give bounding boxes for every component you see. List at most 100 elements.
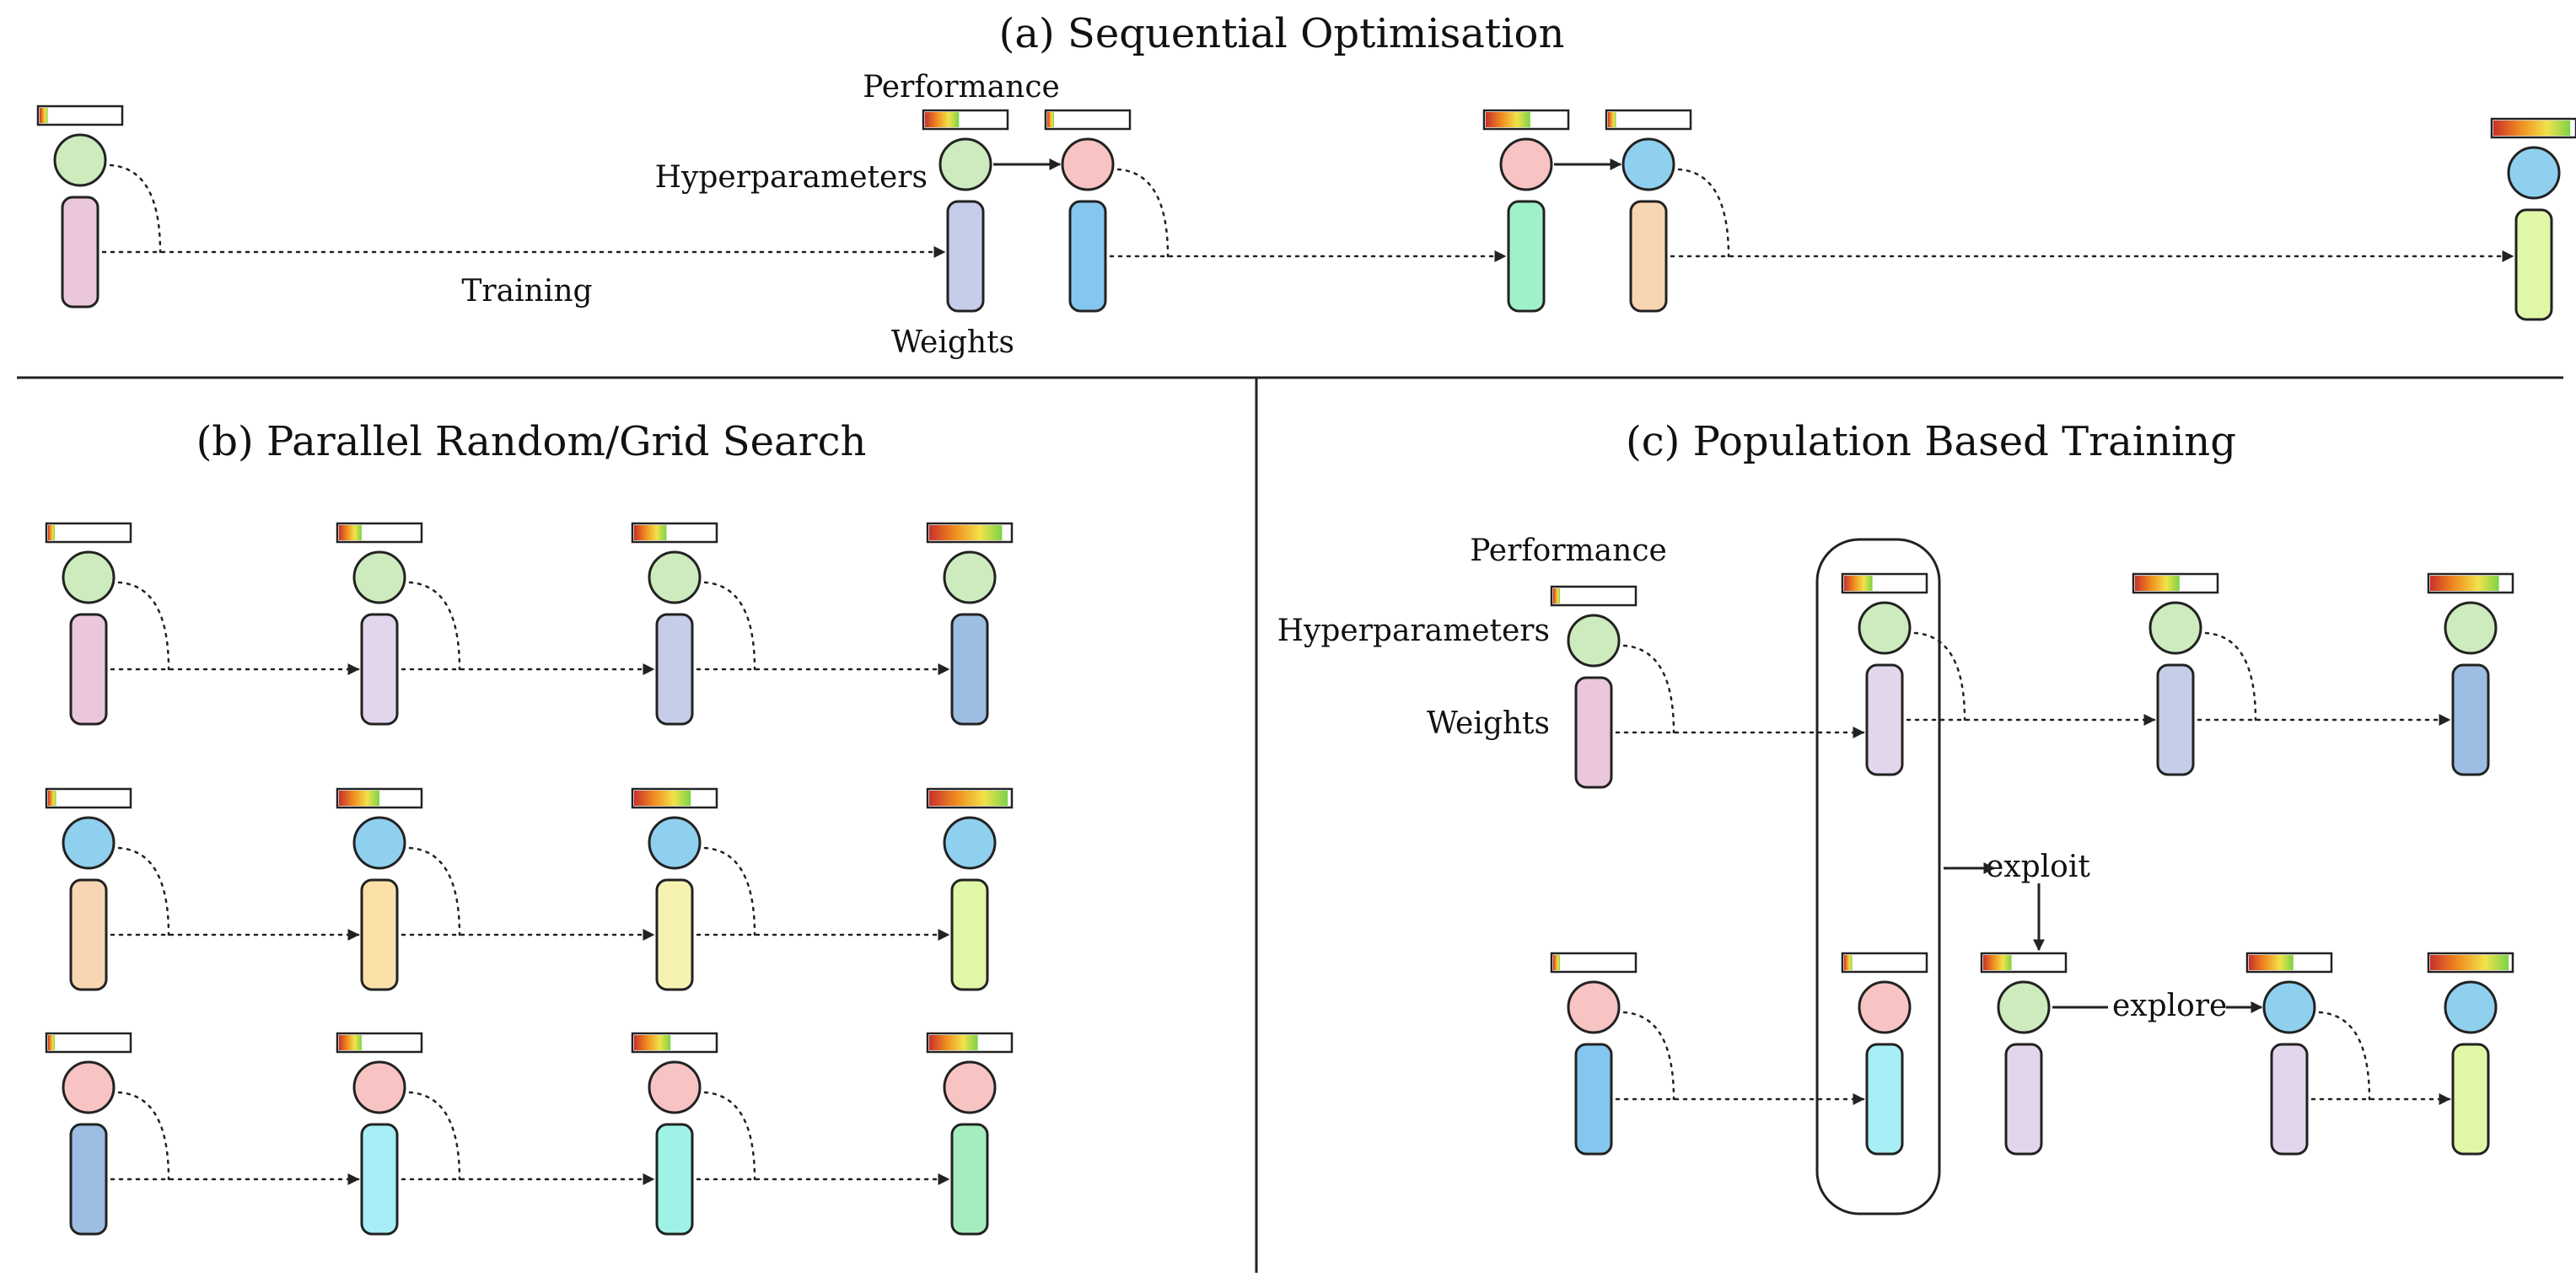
agent-node: [922, 109, 1009, 313]
performance-bar-fill: [1608, 112, 1616, 127]
weights-node: [655, 613, 694, 726]
training-arc: [117, 1091, 170, 1181]
performance-bar-fill: [2430, 576, 2499, 591]
weights-node: [1574, 1043, 1613, 1156]
hyperparameter-node: [352, 1060, 406, 1114]
label-performance-a: Performance: [863, 70, 1060, 105]
label-weights-c: Weights: [1427, 706, 1550, 741]
weights-node: [1865, 663, 1904, 776]
hyperparameter-node: [352, 816, 406, 870]
weights-node: [360, 613, 399, 726]
training-arc: [1913, 631, 1966, 722]
hyperparameter-node: [352, 550, 406, 604]
performance-bar-fill: [40, 108, 48, 123]
hyperparameter-node: [2444, 601, 2498, 655]
hyperparameter-node: [1499, 137, 1553, 191]
agent-node: [2245, 952, 2333, 1156]
weights-node: [61, 196, 99, 309]
weights-node: [950, 613, 989, 726]
weights-node: [2156, 663, 2195, 776]
performance-bar-fill: [339, 791, 379, 806]
performance-bar: [45, 1032, 132, 1054]
title-parallel-search: (b) Parallel Random/Grid Search: [196, 418, 867, 465]
performance-bar-fill: [929, 525, 1003, 540]
weights-node: [2004, 1043, 2043, 1156]
performance-bar-fill: [929, 1035, 978, 1050]
agent-node: [1482, 109, 1570, 313]
agent-node: [45, 787, 132, 991]
agent-node: [2132, 572, 2219, 776]
performance-bar-fill: [1844, 576, 1873, 591]
performance-bar-fill: [1553, 955, 1560, 970]
training-arc: [703, 1091, 756, 1181]
performance-bar: [45, 522, 132, 544]
performance-bar-fill: [2430, 955, 2509, 970]
hyperparameter-node: [2148, 601, 2202, 655]
training-arc: [2318, 1011, 2371, 1101]
agent-node: [1605, 109, 1692, 313]
training-arc: [1677, 168, 1730, 258]
weights-node: [69, 613, 108, 726]
label-training-a: Training: [461, 274, 592, 309]
label-explore: explore: [2112, 989, 2227, 1023]
hyperparameter-node: [1997, 980, 2051, 1034]
weights-node: [2451, 1043, 2490, 1156]
agent-node: [631, 522, 718, 726]
hyperparameter-node: [62, 1060, 116, 1114]
hyperparameter-node: [1621, 137, 1675, 191]
weights-node: [2514, 208, 2553, 321]
weights-node: [1574, 676, 1613, 789]
performance-bar-fill: [1553, 588, 1560, 604]
hyperparameter-node: [943, 1060, 997, 1114]
weights-node: [950, 878, 989, 991]
hyperparameter-node: [648, 816, 702, 870]
agent-node: [336, 1032, 423, 1236]
agent-node: [336, 787, 423, 991]
performance-bar-fill: [1983, 955, 2012, 970]
hyperparameter-node: [2507, 146, 2561, 200]
training-arc: [117, 846, 170, 936]
weights-node: [655, 1123, 694, 1236]
agent-node: [1550, 585, 1638, 789]
performance-bar-fill: [925, 112, 960, 127]
performance-bar: [1605, 109, 1692, 131]
performance-bar-fill: [634, 791, 691, 806]
training-arc: [408, 846, 461, 936]
performance-bar-fill: [634, 525, 667, 540]
hyperparameter-node: [2262, 980, 2316, 1034]
hyperparameter-node: [53, 133, 107, 187]
performance-bar-fill: [48, 791, 56, 806]
agent-node: [926, 522, 1014, 726]
agent-node: [2427, 572, 2514, 776]
training-arc: [703, 581, 756, 671]
hyperparameter-node: [1061, 137, 1115, 191]
performance-bar-fill: [2493, 121, 2571, 136]
performance-bar-fill: [1486, 112, 1530, 127]
hyperparameter-node: [648, 1060, 702, 1114]
exploit-selection-box: [1815, 538, 1941, 1215]
connectors: [101, 158, 2514, 1185]
weights-node: [1865, 1043, 1904, 1156]
training-arc: [2204, 631, 2257, 722]
hyperparameter-node: [2444, 980, 2498, 1034]
hyperparameter-node: [62, 816, 116, 870]
label-hyperparameters-c: Hyperparameters: [1277, 614, 1550, 648]
weights-node: [360, 1123, 399, 1236]
agent-node: [926, 1032, 1014, 1236]
hyperparameter-node: [1567, 980, 1621, 1034]
performance-bar-fill: [929, 791, 1008, 806]
performance-bar: [36, 105, 124, 126]
training-arc: [109, 164, 162, 254]
agent-node: [1841, 952, 1928, 1156]
agent-node: [336, 522, 423, 726]
agent-node: [1980, 952, 2068, 1156]
hyperparameter-node: [648, 550, 702, 604]
agent-node: [36, 105, 124, 309]
performance-bar: [1841, 952, 1928, 974]
performance-bar-fill: [2249, 955, 2294, 970]
label-weights-a: Weights: [891, 325, 1014, 360]
title-population-based-training: (c) Population Based Training: [1626, 418, 2236, 465]
performance-bar: [45, 787, 132, 809]
hyperparameter-node: [938, 137, 992, 191]
hyperparameter-node: [943, 550, 997, 604]
